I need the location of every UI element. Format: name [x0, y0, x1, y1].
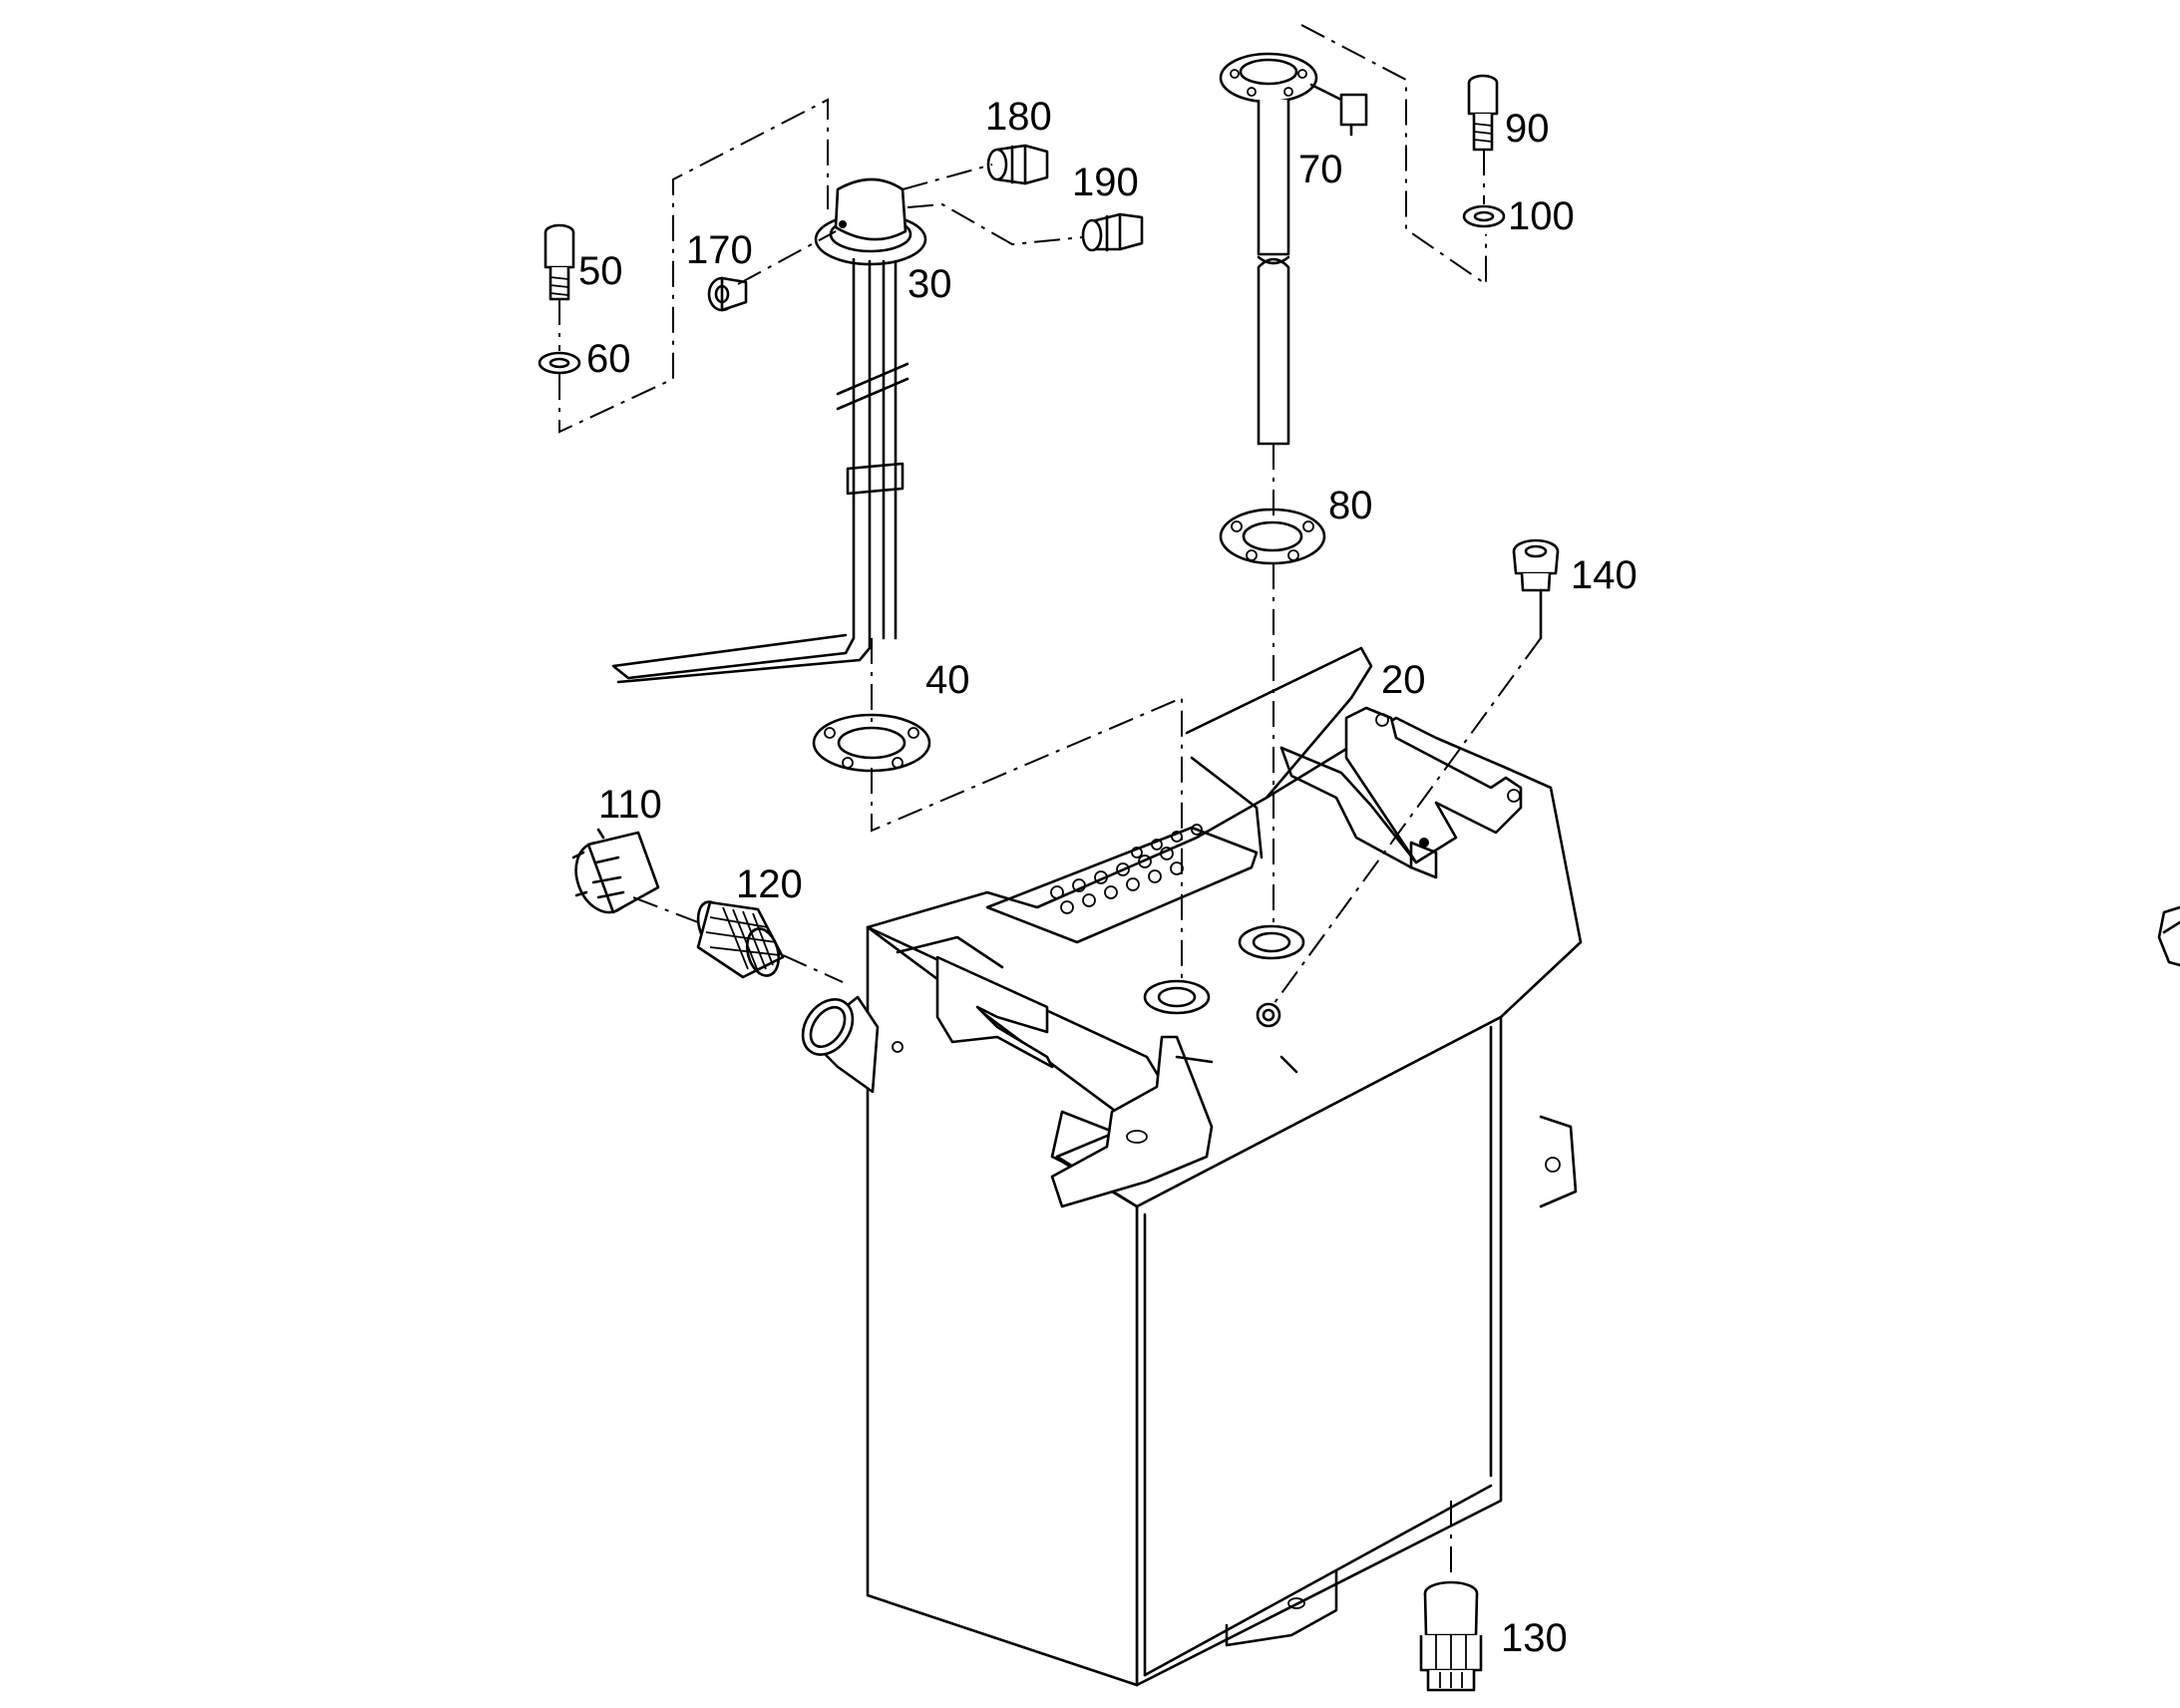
fitting-170: [707, 276, 748, 312]
callout-30: 30: [908, 262, 952, 306]
callout-190: 190: [1072, 161, 1139, 204]
callout-labels: 20 30 40 50 60 70 80 90 100 110 120 130 …: [578, 95, 1637, 1660]
bolt-90: [1467, 74, 1499, 152]
callout-100: 100: [1508, 194, 1575, 238]
callout-90: 90: [1505, 107, 1550, 151]
gasket-40: [812, 713, 931, 773]
leader-lines: [558, 24, 1543, 1580]
fitting-180: [986, 144, 1049, 185]
tank-vent-port: [1256, 1002, 1281, 1028]
callout-140: 140: [1571, 553, 1637, 597]
callout-60: 60: [586, 337, 631, 381]
tank-sender-port-left: [1143, 979, 1211, 1015]
callout-20: 20: [1381, 658, 1426, 702]
level-sender-70: [1219, 52, 1368, 446]
callout-50: 50: [578, 249, 623, 293]
callout-70: 70: [1298, 148, 1343, 191]
partial-fitting-edge: [2157, 905, 2180, 967]
fuel-tank: [801, 646, 1583, 1687]
callout-120: 120: [736, 862, 803, 906]
bolt-50: [544, 223, 575, 301]
callout-40: 40: [925, 658, 970, 702]
plug-130: [1419, 1580, 1483, 1692]
fitting-190: [1081, 212, 1144, 252]
callout-130: 130: [1501, 1616, 1568, 1660]
callout-110: 110: [598, 783, 662, 827]
strainer-120: [696, 900, 785, 979]
gasket-80: [1219, 508, 1326, 565]
callout-170: 170: [686, 228, 753, 272]
perforated-plate-holes: [1050, 824, 1203, 914]
washer-60: [538, 351, 581, 375]
callout-80: 80: [1328, 484, 1373, 527]
callout-180: 180: [985, 95, 1052, 139]
cap-110: [571, 828, 660, 914]
plug-140: [1512, 538, 1560, 592]
washer-100: [1462, 204, 1506, 228]
suction-tube-assembly: [611, 177, 927, 684]
filler-neck: [801, 995, 904, 1094]
tank-sender-port-right: [1238, 924, 1305, 960]
